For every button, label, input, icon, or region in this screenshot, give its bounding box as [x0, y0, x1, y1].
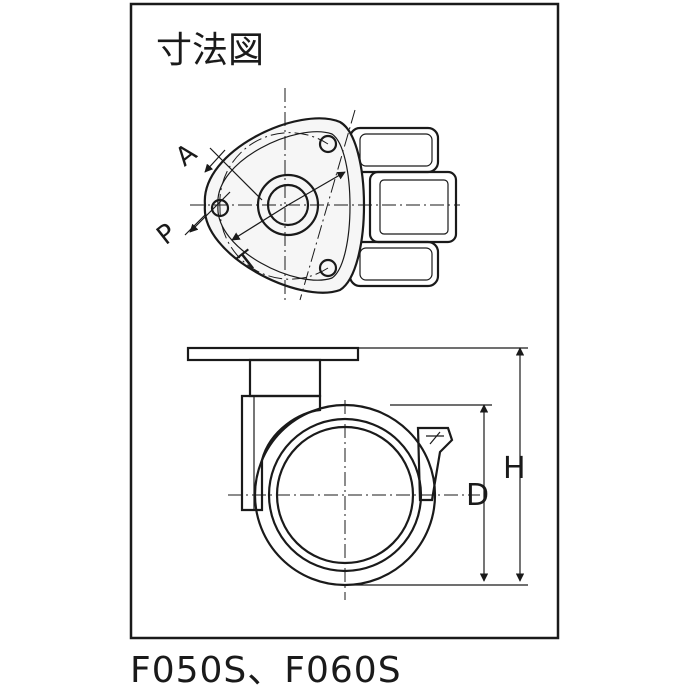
center-boss-inner [266, 183, 310, 227]
bolt-hole-bottom [318, 258, 338, 278]
top-view-wheels [348, 126, 458, 288]
dimension-label-h: H [503, 451, 526, 486]
side-view-fork [240, 394, 322, 512]
bolt-hole-top [318, 134, 338, 154]
model-caption: F050S、F060S [130, 650, 402, 691]
top-view: A P T [151, 88, 460, 301]
dimension-label-d: D [466, 478, 489, 513]
drawing-title: 寸法図 [156, 30, 264, 71]
side-view-stopper [416, 426, 454, 502]
side-view: D H [186, 346, 528, 600]
drawing-frame [129, 2, 560, 640]
center-boss-outer [256, 173, 320, 237]
